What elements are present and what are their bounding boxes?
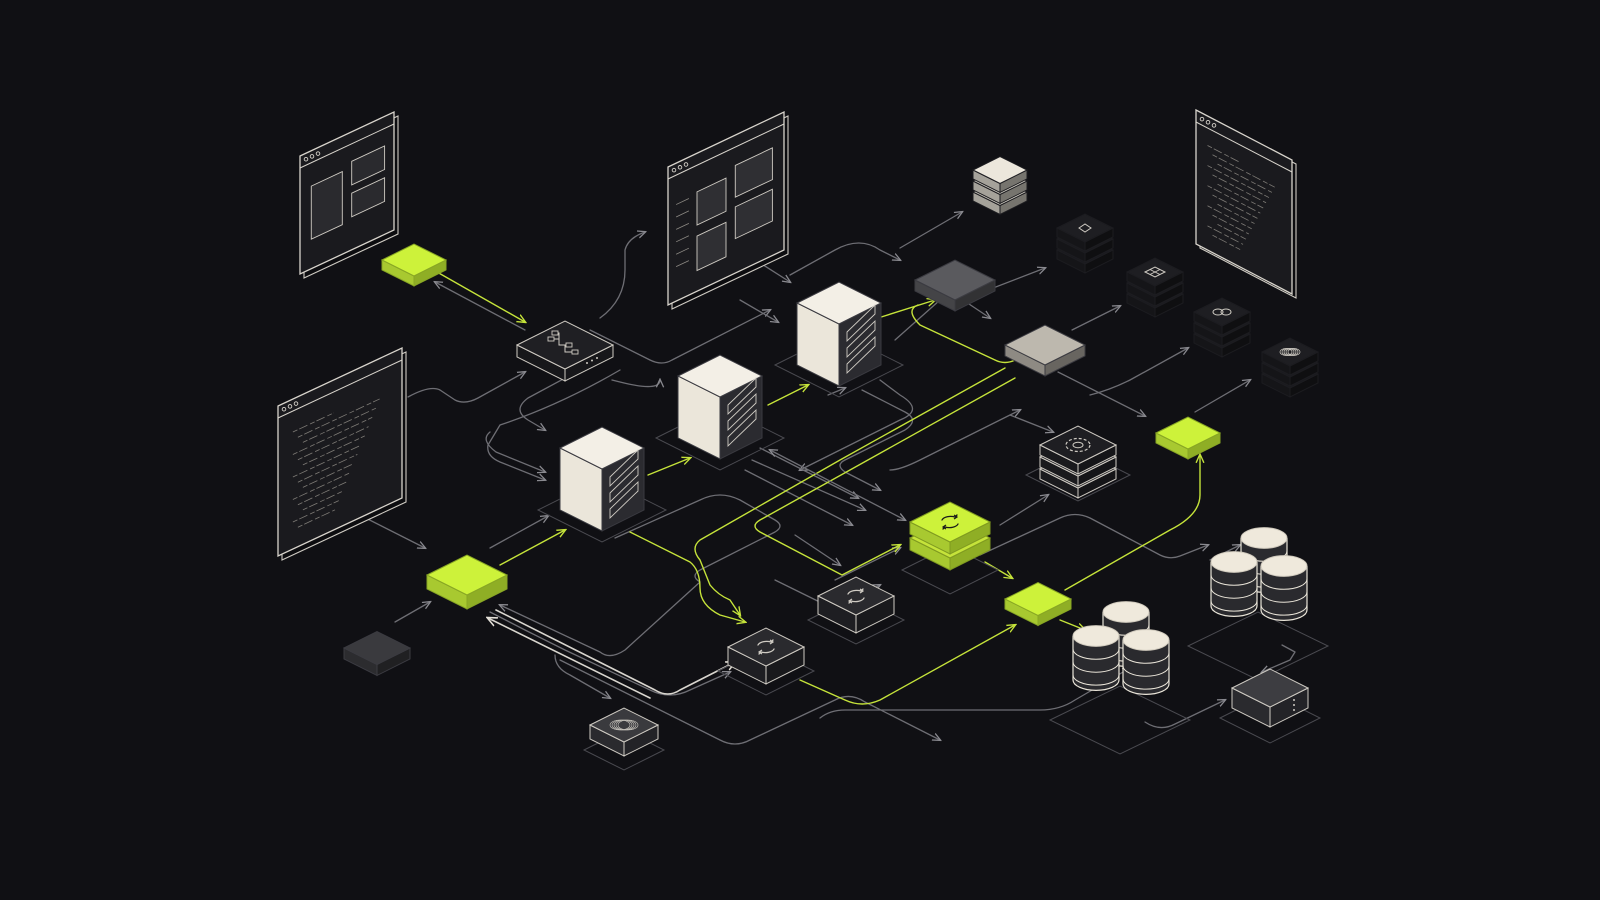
connector-grey-7 [407, 372, 525, 403]
connector-lime-1 [499, 530, 565, 566]
gear-icon [1024, 425, 1132, 502]
connector-lime-6 [694, 367, 1006, 615]
queue-icon [900, 501, 1000, 595]
connector-grey-28 [889, 410, 1020, 471]
connector-grey-26 [999, 495, 1048, 526]
connector-grey-33 [554, 654, 610, 698]
server-rack-icon-front [536, 426, 668, 543]
connector-grey-1 [599, 232, 645, 319]
storage-box-icon-small [582, 707, 666, 771]
connector-lime-2 [647, 458, 690, 476]
grey-tile-bottom-left [342, 630, 412, 677]
layer-stack-icon-diamond [1055, 213, 1115, 274]
connection-lines [329, 212, 1296, 745]
connector-grey-30 [794, 534, 840, 565]
connector-grey-10 [394, 602, 430, 623]
storage-box-icon [1218, 668, 1322, 744]
connector-grey-42 [827, 388, 845, 396]
browser-window-icon [299, 110, 399, 279]
connector-lime-3 [767, 385, 808, 406]
diagram-nodes [277, 108, 1330, 771]
connector-grey-12 [487, 369, 621, 480]
database-icon-lower [1048, 601, 1192, 755]
layer-stack-icon-link [1192, 297, 1252, 358]
connector-grey-32 [979, 513, 1208, 559]
connector-lime-7 [754, 377, 1016, 576]
connector-grey-6 [519, 369, 581, 430]
connector-grey-3 [589, 310, 770, 364]
connector-lime-5 [911, 304, 1025, 364]
connector-grey-23 [1089, 348, 1188, 396]
server-rack-icon-mid [654, 354, 786, 471]
accent-tile-right [1154, 416, 1222, 460]
connector-lime-8 [629, 531, 745, 622]
connector-grey-22 [1071, 306, 1120, 331]
stone-tile [1003, 324, 1087, 377]
connector-lime-9 [799, 625, 1015, 705]
connector-grey-34 [489, 611, 730, 696]
layer-stack-icon-coil [1260, 337, 1320, 398]
layer-stack-icon-grid [1125, 257, 1185, 318]
connector-grey-35 [559, 659, 940, 745]
connector-grey-19 [789, 242, 900, 276]
connector-white-2 [435, 282, 526, 331]
grey-tile-top [913, 259, 997, 312]
layer-stack-icon-cream [971, 155, 1029, 216]
connector-lime-4 [877, 300, 935, 319]
connector-grey-20 [899, 212, 962, 249]
connector-grey-36 [819, 668, 1130, 719]
connector-grey-41 [834, 548, 900, 581]
connector-grey-25 [1194, 380, 1250, 413]
code-editor-icon-right [1195, 108, 1297, 299]
accent-tile-bottom [1003, 581, 1073, 627]
connector-white-0 [495, 609, 735, 695]
connector-grey-27 [1009, 414, 1053, 432]
connector-grey-5 [611, 380, 660, 387]
router-icon [515, 320, 615, 382]
sync-icon-center [806, 576, 906, 645]
connector-grey-9 [489, 516, 548, 549]
connector-white-1 [488, 618, 651, 699]
dashboard-window-icon [667, 110, 789, 310]
connector-grey-13 [800, 379, 914, 470]
connector-grey-38 [1262, 644, 1296, 672]
connector-grey-37 [1144, 700, 1225, 729]
connector-grey-bi [770, 450, 905, 520]
accent-tile-top-left [380, 243, 448, 287]
code-editor-icon [277, 346, 407, 561]
connector-lime-11 [1064, 455, 1200, 591]
connector-grey-11 [485, 431, 545, 472]
accent-tile-left [425, 554, 509, 610]
database-icon-right [1186, 527, 1330, 681]
connector-grey-4 [739, 299, 778, 322]
connector-grey-24 [1057, 371, 1145, 416]
sync-icon-lower [716, 627, 816, 696]
connector-grey-29 [500, 494, 781, 657]
server-rack-icon-back [773, 281, 905, 398]
connector-lime-0 [436, 271, 525, 322]
